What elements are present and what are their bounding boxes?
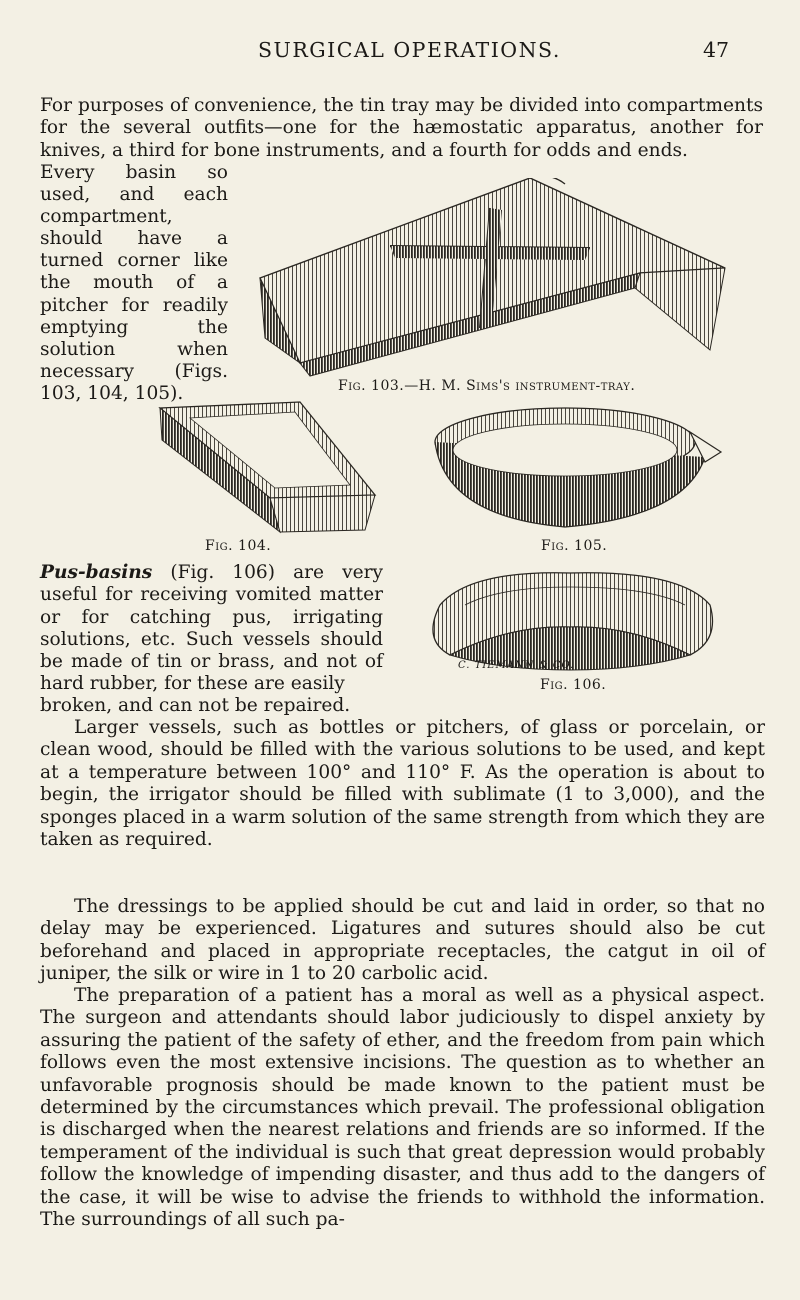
- paragraph-larger-vessels: Larger vessels, such as bottles or pitch…: [40, 717, 765, 851]
- page-number: 47: [703, 38, 730, 62]
- paragraph-turned-corner: Every basin so used, and each compartmen…: [40, 162, 228, 404]
- figure-106-pus-basin: [432, 572, 714, 671]
- paragraph-pus-basins-body: (Fig. 106) are very useful for receiving…: [40, 562, 383, 695]
- page-header: SURGICAL OPERATIONS. 47: [0, 38, 800, 68]
- running-title: SURGICAL OPERATIONS.: [258, 38, 561, 62]
- figure-106-caption: Fig. 106.: [540, 677, 607, 693]
- paragraph-pus-basins-tail: broken, and can not be repaired.: [40, 695, 351, 716]
- figure-103-instrument-tray: [259, 178, 726, 377]
- engraver-signature: C. TIEMANN & CO.: [458, 660, 575, 671]
- figure-103-caption: Fig. 103.—H. M. Sims's instrument-tray.: [338, 378, 636, 394]
- figure-104-caption: Fig. 104.: [205, 538, 272, 554]
- term-pus-basins: Pus-basins: [40, 562, 153, 583]
- figure-105-caption: Fig. 105.: [541, 538, 608, 554]
- paragraph-preparation: The preparation of a patient has a moral…: [40, 985, 765, 1231]
- paragraph-dressings: The dressings to be applied should be cu…: [40, 896, 765, 985]
- figure-105-basin: [434, 407, 723, 528]
- figure-104-tray: [158, 401, 377, 534]
- paragraph-pus-basins: Pus-basins (Fig. 106) are very useful fo…: [40, 562, 383, 696]
- paragraph-compartments: For purposes of convenience, the tin tra…: [40, 95, 763, 161]
